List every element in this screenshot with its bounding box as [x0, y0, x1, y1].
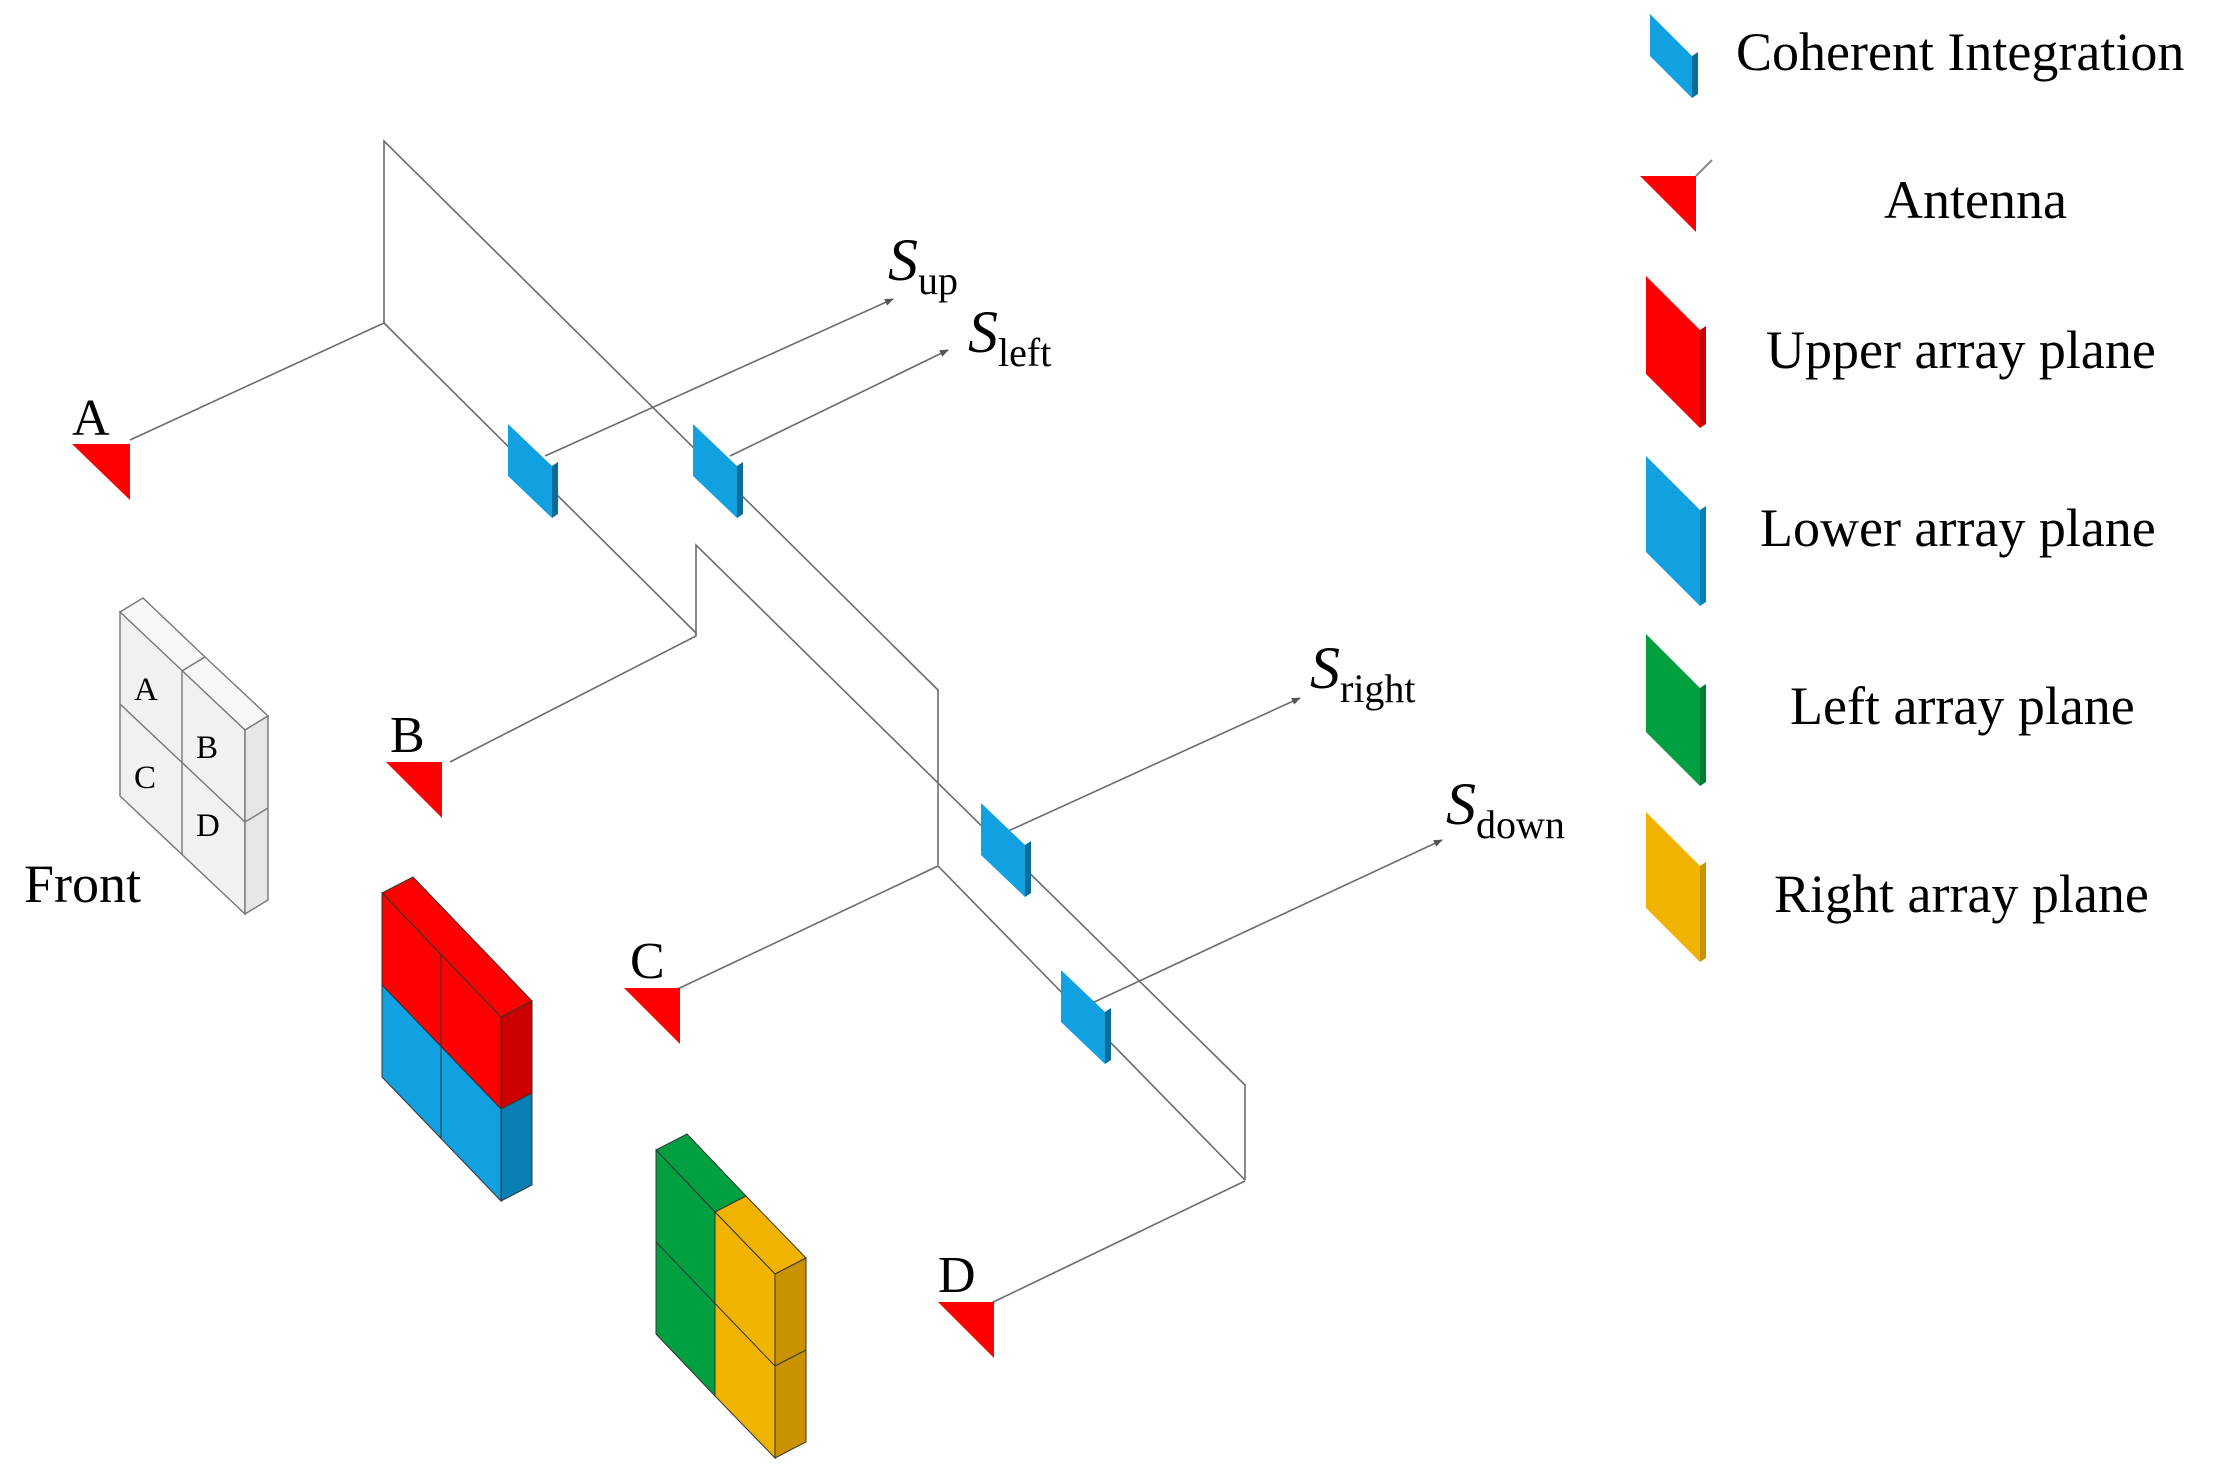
- antenna-icon: [938, 1302, 994, 1358]
- legend-item-lower-array-plane: Lower array plane: [1646, 456, 2156, 606]
- legend-item-antenna: Antenna: [1640, 159, 2067, 232]
- legend-item-upper-array-plane: Upper array plane: [1646, 276, 2156, 428]
- output-label-up: Sup: [888, 227, 958, 303]
- front-cell-b: B: [196, 730, 218, 766]
- arrow-right: [1005, 697, 1301, 833]
- arrow-up: [544, 298, 894, 457]
- left-plane-icon: [1646, 634, 1706, 786]
- integration-block-right: [981, 803, 1031, 897]
- legend-label-lower-array-plane: Lower array plane: [1760, 498, 2156, 558]
- wire-a: [129, 139, 939, 865]
- front-cell-d: D: [196, 808, 220, 844]
- output-label-left: Sleft: [968, 299, 1051, 375]
- antenna-c: [624, 988, 680, 1044]
- antenna-icon: [1640, 176, 1696, 232]
- integration-block-down: [1061, 970, 1111, 1064]
- legend-item-coherent-integration: Coherent Integration: [1650, 14, 2184, 98]
- wire-b: [449, 543, 1246, 1180]
- port-label-b: B: [390, 707, 425, 764]
- upper-plane-icon: [1646, 276, 1706, 428]
- antenna-icon: [624, 988, 680, 1044]
- antenna-d: [938, 1302, 994, 1358]
- port-label-d: D: [938, 1247, 976, 1304]
- antenna-a: [72, 444, 130, 500]
- coherent-integration-icon: [1650, 14, 1698, 98]
- wire-d: [984, 1180, 1246, 1307]
- arrow-down: [1089, 839, 1443, 1005]
- output-label-down: Sdown: [1446, 771, 1565, 847]
- port-label-c: C: [630, 933, 665, 990]
- legend-label-left-array-plane: Left array plane: [1790, 676, 2135, 736]
- front-cell-c: C: [134, 760, 156, 796]
- antenna-icon: [386, 762, 442, 818]
- coherent-integration-blocks: [508, 424, 1111, 1064]
- antenna-b: [386, 762, 442, 818]
- integration-block-up: [508, 424, 558, 518]
- arrow-left: [729, 349, 949, 457]
- legend-item-left-array-plane: Left array plane: [1646, 634, 2135, 786]
- left-right-array-cube: [655, 1133, 807, 1460]
- front-cell-a: A: [134, 672, 158, 708]
- legend-label-antenna: Antenna: [1884, 170, 2067, 230]
- legend-label-upper-array-plane: Upper array plane: [1766, 320, 2156, 380]
- front-label: Front: [24, 854, 141, 914]
- legend-item-right-array-plane: Right array plane: [1646, 812, 2149, 962]
- front-view-cube: [118, 597, 270, 916]
- port-label-a: A: [72, 390, 110, 447]
- output-label-right: Sright: [1310, 635, 1416, 711]
- lower-plane-icon: [1646, 456, 1706, 606]
- integration-block-left: [693, 424, 743, 518]
- legend-label-coherent-integration: Coherent Integration: [1736, 22, 2184, 82]
- wiring: [129, 139, 1443, 1307]
- upper-lower-array-cube: [381, 876, 533, 1203]
- antenna-icon: [72, 444, 130, 500]
- legend-label-right-array-plane: Right array plane: [1774, 864, 2149, 924]
- wire-c: [666, 865, 1246, 1181]
- legend: Coherent Integration Antenna Upper array…: [1640, 14, 2184, 962]
- right-plane-icon: [1646, 812, 1706, 962]
